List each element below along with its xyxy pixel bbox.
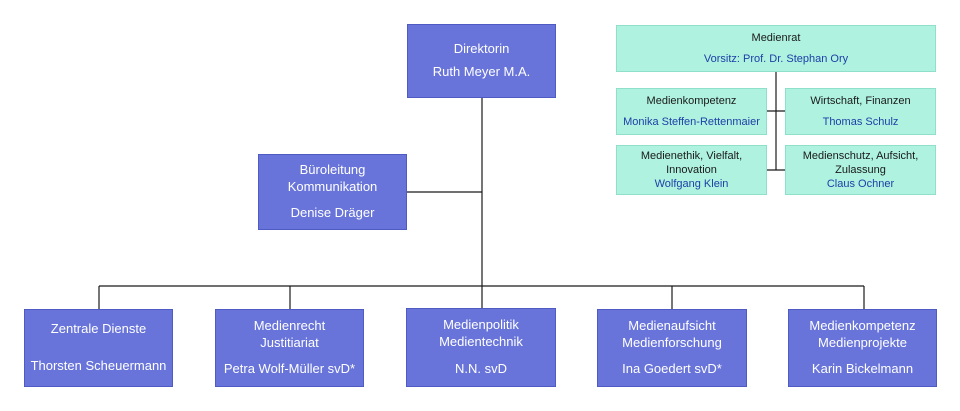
department-box-4: Medienaufsicht Medienforschung Ina Goede… (597, 309, 747, 387)
committee-title-line1: Medienschutz, Aufsicht, (802, 149, 919, 162)
department-title-line2: Medientechnik (439, 334, 523, 350)
committee-title-line2: Innovation (666, 163, 717, 176)
department-title-line1: Medienrecht (253, 317, 326, 333)
department-head: N.N. svD (455, 360, 507, 376)
department-title-line1: Medienpolitik (443, 317, 519, 333)
committee-box-1: Medienkompetenz Monika Steffen-Rettenmai… (616, 88, 767, 135)
department-title-line2: Medienforschung (622, 334, 722, 350)
department-head: Thorsten Scheuermann (30, 358, 167, 373)
office-title-line2: Kommunikation (287, 178, 378, 194)
department-box-3: Medienpolitik Medientechnik N.N. svD (406, 308, 556, 387)
council-chair: Vorsitz: Prof. Dr. Stephan Ory (703, 52, 849, 65)
department-head: Ina Goedert svD* (622, 361, 722, 377)
department-head: Karin Bickelmann (811, 361, 914, 377)
department-box-1: Zentrale Dienste Thorsten Scheuermann (24, 309, 173, 387)
office-name: Denise Dräger (290, 205, 375, 221)
committee-chair: Claus Ochner (826, 178, 895, 191)
committee-box-2: Wirtschaft, Finanzen Thomas Schulz (785, 88, 936, 135)
department-title-line2: Medienprojekte (818, 334, 907, 350)
council-box: Medienrat Vorsitz: Prof. Dr. Stephan Ory (616, 25, 936, 72)
office-title-line1: Büroleitung (299, 161, 366, 177)
committee-chair: Monika Steffen-Rettenmaier (623, 115, 760, 128)
department-title-line2: Justitiariat (260, 334, 319, 350)
committee-box-3: Medienethik, Vielfalt, Innovation Wolfga… (616, 145, 767, 195)
department-title-line1: Medienkompetenz (809, 317, 916, 333)
department-box-2: Medienrecht Justitiariat Petra Wolf-Müll… (215, 309, 364, 387)
committee-title-line2: Zulassung (835, 163, 886, 176)
office-box: Büroleitung Kommunikation Denise Dräger (258, 154, 407, 230)
committee-chair: Wolfgang Klein (654, 178, 729, 191)
council-title: Medienrat (751, 32, 801, 45)
committee-box-4: Medienschutz, Aufsicht, Zulassung Claus … (785, 145, 936, 195)
committee-chair: Thomas Schulz (822, 115, 899, 128)
director-title: Direktorin (453, 41, 510, 57)
department-box-5: Medienkompetenz Medienprojekte Karin Bic… (788, 309, 937, 387)
committee-title-line1: Medienethik, Vielfalt, (640, 149, 743, 162)
department-head: Petra Wolf-Müller svD* (223, 361, 356, 377)
department-title-line1: Medienaufsicht (628, 317, 716, 333)
director-name: Ruth Meyer M.A. (432, 64, 531, 79)
department-title: Zentrale Dienste (50, 321, 147, 337)
director-box: Direktorin Ruth Meyer M.A. (407, 24, 556, 98)
committee-title: Medienkompetenz (646, 95, 737, 108)
committee-title: Wirtschaft, Finanzen (810, 95, 911, 108)
